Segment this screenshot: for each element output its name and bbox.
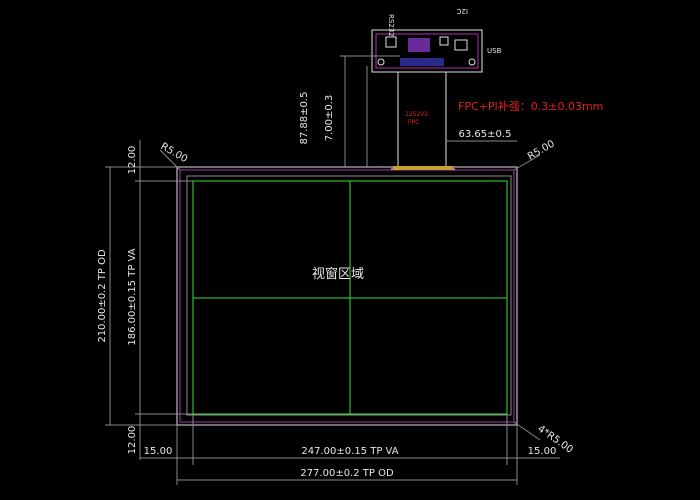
dim-text-63-65: 63.65±0.5: [459, 129, 512, 140]
dim-text-tp-va-width: 247.00±0.15 TP VA: [301, 446, 398, 457]
radius-text-right-top: R5.00: [526, 138, 557, 162]
pcb-inner: [375, 33, 479, 69]
pcb-component-b: [439, 36, 449, 46]
pcb-mount-hole-right: [468, 58, 476, 66]
pcb-mount-hole-left: [377, 58, 385, 66]
tp-outline: [176, 166, 518, 426]
pcb-label-usb: USB: [487, 47, 502, 55]
dim-text-top-margin: 12.00: [127, 146, 138, 175]
fpc-label-1: 1252V2: [405, 111, 428, 118]
pcb-chip: [408, 38, 430, 52]
dim-text-tp-od-width: 277.00±0.2 TP OD: [300, 468, 394, 479]
viewing-border-outline: [186, 175, 512, 416]
leader-r-bottom-right: [513, 421, 541, 441]
dim-text-tp-va-height: 186.00±0.15 TP VA: [127, 248, 138, 345]
view-area-label: 视窗区域: [312, 266, 364, 282]
radius-text-left-top: R5.00: [159, 141, 190, 165]
pcb-component-a: [385, 36, 397, 48]
fpc-note: FPC+PI补强：0.3±0.03mm: [458, 100, 603, 113]
dim-text-87-88: 87.88±0.5: [299, 92, 310, 145]
leader-r-right-top: [513, 154, 541, 171]
dim-text-left-margin: 15.00: [144, 446, 173, 457]
dim-text-tp-od-height: 210.00±0.2 TP OD: [97, 249, 108, 343]
dim-text-bottom-margin: 12.00: [127, 426, 138, 455]
leader-r-left-top: [159, 149, 181, 171]
pcb-label-i2c: I2C: [456, 7, 468, 15]
fpc-gold-contacts: [393, 166, 453, 170]
pcb-fpc-connector: [400, 58, 444, 66]
pcb-connector: [454, 39, 468, 51]
pcb-label-rs232: RS232: [387, 14, 395, 37]
dim-text-right-margin: 15.00: [528, 446, 557, 457]
dim-text-7: 7.00±0.3: [324, 95, 335, 142]
tp-inner-outline: [179, 169, 515, 423]
fpc-label-2: FPC: [408, 119, 419, 126]
pcb-board: [371, 29, 483, 73]
